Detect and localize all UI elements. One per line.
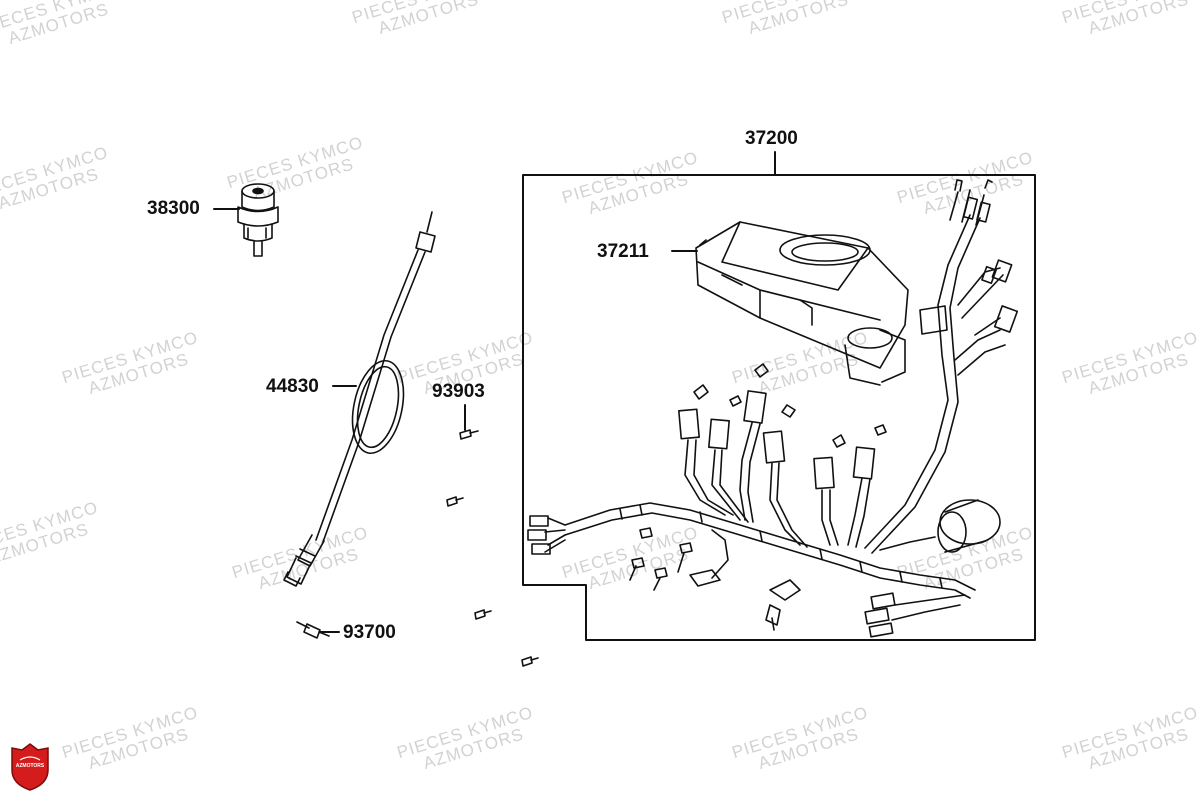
callout-93903: 93903	[432, 381, 485, 402]
screw-93903	[459, 429, 479, 440]
callout-37211: 37211	[597, 241, 649, 262]
assembly-bracket	[522, 174, 1036, 641]
part-38300	[237, 183, 279, 257]
callout-37200: 37200	[745, 128, 798, 149]
wiring-harness	[527, 179, 1019, 638]
screw	[474, 609, 492, 620]
callout-44830: 44830	[266, 376, 319, 397]
azmotors-logo	[11, 743, 49, 791]
screw	[521, 656, 539, 667]
screw	[446, 496, 464, 507]
screw-93700	[296, 621, 330, 639]
part-37211	[695, 221, 909, 386]
callout-93700: 93700	[343, 622, 396, 643]
callout-38300: 38300	[147, 198, 200, 219]
logo-text: AZMOTORS	[15, 763, 45, 769]
part-44830	[283, 211, 436, 587]
